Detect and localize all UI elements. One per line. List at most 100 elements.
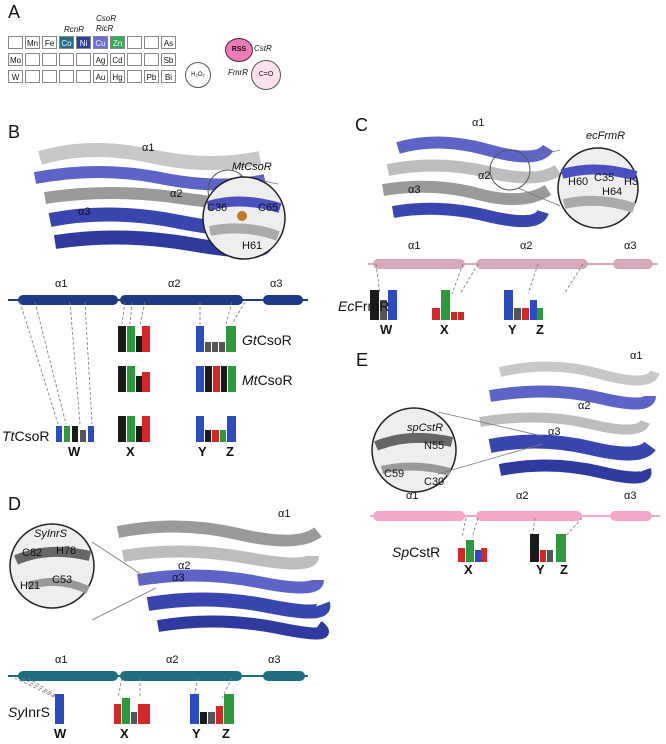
org-ec-prefix: Ec (338, 298, 355, 314)
panel-c-letter: C (355, 115, 368, 135)
org-mt-csor: MtCsoR (242, 372, 293, 388)
inrs-a2-label: α2 (178, 560, 191, 572)
element-cell-empty (25, 70, 40, 83)
frmr-a2-label: α2 (478, 170, 491, 182)
inrs-pos-y: Y (192, 726, 201, 741)
frmr-zoom-circle (557, 147, 639, 229)
inrs-residue-c53: C53 (52, 574, 73, 586)
inrs-bar-a1: α1 (55, 654, 68, 666)
inrs-bar-a3: α3 (268, 654, 281, 666)
frmr-helix-bar (368, 259, 658, 269)
org-sp-prefix: Sp (392, 544, 410, 560)
frmr-bar-a2: α2 (520, 240, 533, 252)
inrs-structure (116, 520, 331, 640)
org-sy-inrs: SyInrS (8, 704, 50, 720)
label-cstr: CstR (254, 44, 272, 53)
frmr-logo-x (432, 290, 464, 320)
csor-a3-label: α3 (78, 206, 91, 218)
element-cell-mo: Mo (8, 53, 23, 66)
cho-text: C=O (258, 71, 274, 78)
cstr-bar-a3: α3 (624, 490, 637, 502)
frmr-logo-w (370, 290, 397, 320)
inrs-logo-x (114, 698, 150, 724)
h2o2-text: H₂O₂ (191, 72, 205, 78)
element-cell-au: Au (93, 70, 108, 83)
element-cell-co: Co (59, 36, 74, 49)
cstr-residue-c59: C59 (384, 468, 405, 480)
element-cell-empty (59, 70, 74, 83)
frmr-bar-a1: α1 (408, 240, 421, 252)
org-gt-suffix: CsoR (256, 332, 292, 348)
csor-pos-z: Z (226, 444, 234, 459)
inrs-bar-a2: α2 (166, 654, 179, 666)
csor-logo-tt-w (56, 426, 94, 442)
csor-pos-w: W (68, 444, 81, 459)
element-cell-empty (76, 70, 91, 83)
csor-pos-y: Y (198, 444, 207, 459)
panel-b-letter: B (8, 122, 21, 142)
cstr-protein-label: spCstR (407, 422, 444, 434)
cstr-logo-yz (530, 534, 566, 562)
element-cell-empty (144, 53, 159, 66)
csor-residue-h61: H61 (242, 240, 263, 252)
org-mt-prefix: Mt (242, 372, 258, 388)
cstr-a3-label: α3 (548, 426, 561, 438)
csor-zoom-circle (202, 176, 286, 260)
element-cell-empty (144, 36, 159, 49)
cstr-zoom-lines (437, 411, 543, 475)
cstr-bar-a2: α2 (516, 490, 529, 502)
inrs-protein-label: SyInrS (34, 528, 68, 540)
rss-badge: RSS (225, 38, 253, 62)
element-cell-empty (8, 36, 23, 49)
frmr-pos-y: Y (508, 322, 517, 337)
inrs-pos-x: X (120, 726, 129, 741)
cstr-logo-x (458, 540, 487, 562)
label-csor: CsoR (96, 14, 117, 23)
panel-d-letter: D (8, 494, 21, 514)
label-ricr: RicR (96, 24, 114, 33)
org-gt-prefix: Gt (242, 332, 257, 348)
element-cell-ni: Ni (76, 36, 91, 49)
rss-text: RSS (231, 46, 247, 53)
frmr-residue-h3: H3 (624, 176, 639, 188)
cstr-bar-a1: α1 (406, 490, 419, 502)
org-gt-csor: GtCsoR (242, 332, 292, 348)
inrs-zoom-lines (91, 541, 157, 621)
org-tt-prefix: Tt (2, 428, 15, 444)
label-fmrr: FmrR (228, 68, 248, 77)
org-tt-suffix: CsoR (14, 428, 50, 444)
element-cell-empty (76, 53, 91, 66)
frmr-dash-lines (375, 263, 584, 295)
element-cell-empty (127, 36, 142, 49)
inrs-helix-bar (8, 671, 308, 681)
element-cell-empty (25, 53, 40, 66)
csor-logo-mt-x (118, 366, 150, 392)
frmr-structure (382, 136, 562, 228)
frmr-residue-h60: H60 (568, 176, 589, 188)
panel-a-letter: A (8, 2, 21, 22)
csor-dash-lines (19, 301, 246, 425)
org-sp-suffix: CstR (409, 544, 441, 560)
org-sy-prefix: Sy (8, 704, 25, 720)
element-cell-ag: Ag (93, 53, 108, 66)
cstr-residue-n55: N55 (424, 440, 445, 452)
csor-logo-tt-yz (196, 416, 236, 442)
element-cell-w: W (8, 70, 23, 83)
frmr-pos-x: X (440, 322, 449, 337)
frmr-residue-c35: C35 (594, 172, 615, 184)
inrs-a1-label: α1 (278, 508, 291, 520)
csor-pos-x: X (126, 444, 135, 459)
inrs-pos-z: Z (222, 726, 230, 741)
element-cell-fe: Fe (42, 36, 57, 49)
frmr-a3-label: α3 (408, 184, 421, 196)
csor-logo-gt-x (118, 326, 150, 352)
cstr-pos-y: Y (536, 562, 545, 577)
element-cell-cu: Cu (93, 36, 108, 49)
org-sy-suffix: InrS (24, 704, 51, 720)
element-cell-as: As (161, 36, 176, 49)
frmr-pos-z: Z (536, 322, 544, 337)
org-ec-frmr: EcFrmR (338, 298, 389, 314)
element-cell-hg: Hg (110, 70, 125, 83)
csor-bar-a3: α3 (270, 278, 283, 290)
